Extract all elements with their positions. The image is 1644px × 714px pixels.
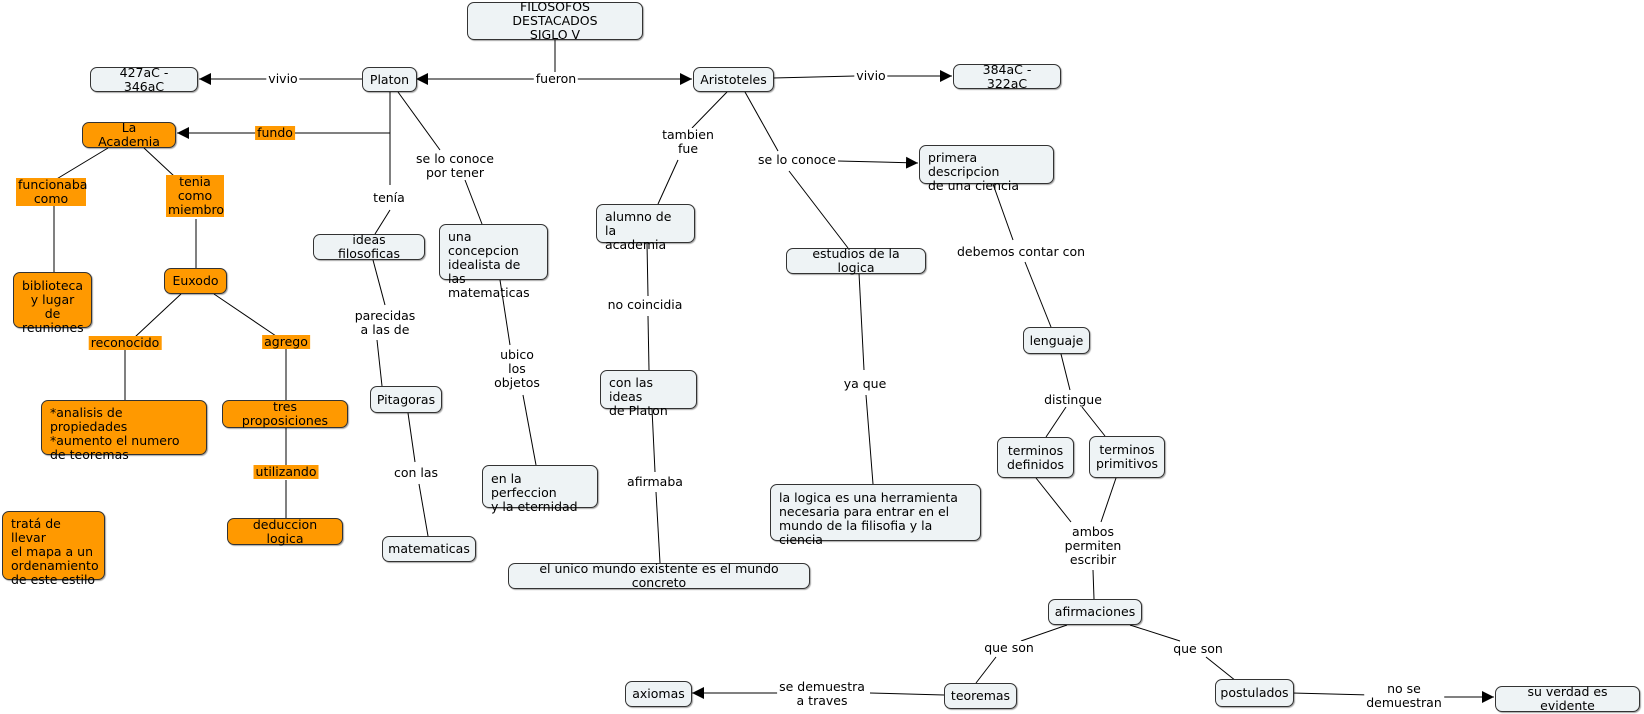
line-primera-debemos bbox=[992, 183, 1014, 241]
link-label-ambos-permiten: ambos permiten escribir bbox=[1062, 524, 1124, 567]
link-label-vivio-platon: vivio bbox=[266, 71, 300, 86]
link-label-se-lo-conoce: se lo conoce bbox=[756, 152, 838, 167]
euxodo-node[interactable]: Euxodo bbox=[164, 268, 227, 294]
line-primitivos-ambos bbox=[1100, 477, 1117, 523]
link-label-ya-que: ya que bbox=[841, 376, 889, 391]
line-alumno-nocoincidia bbox=[646, 242, 649, 297]
line-ubico-perfeccion bbox=[522, 394, 537, 466]
platon-dates-node[interactable]: 427aC - 346aC bbox=[90, 65, 198, 93]
link-label-distingue: distingue bbox=[1042, 392, 1104, 407]
line-platon-seloconoce bbox=[397, 91, 441, 151]
pitagoras-node[interactable]: Pitagoras bbox=[370, 386, 442, 413]
primera-descripcion-node[interactable]: primera descripcion de una ciencia bbox=[919, 145, 1054, 193]
line-estudios-yaque bbox=[858, 272, 865, 371]
line-ideas-afirmaba bbox=[651, 408, 656, 473]
line-conlas-matematicas bbox=[418, 483, 429, 537]
link-label-no-coincidia: no coincidia bbox=[605, 297, 685, 312]
line-nocoincidia-ideas bbox=[647, 315, 650, 371]
line-euxodo-reconocido bbox=[134, 293, 182, 338]
link-label-parecidas: parecidas a las de bbox=[352, 308, 418, 337]
line-seloconoce-concepcion bbox=[464, 179, 483, 225]
line-parecidas-pitagoras bbox=[376, 339, 383, 387]
logica-herramienta-node[interactable]: la logica es una herramienta necesaria p… bbox=[770, 484, 981, 547]
line-queson1-teoremas bbox=[975, 656, 997, 684]
link-label-agrego: agrego bbox=[262, 334, 310, 349]
link-label-se-demuestra: se demuestra a traves bbox=[777, 679, 867, 708]
link-label-tenia: tenía bbox=[371, 190, 407, 205]
line-aristoteles-seloconoce bbox=[744, 91, 779, 152]
link-label-con-las: con las bbox=[391, 465, 441, 480]
title-node[interactable]: FILOSOFOS DESTACADOS SIGLO V bbox=[467, 0, 643, 42]
line-pitagoras-conlas bbox=[407, 412, 416, 463]
line-afirmaciones-queson1 bbox=[1020, 624, 1068, 642]
perfeccion-node[interactable]: en la perfeccion y la eternidad bbox=[482, 465, 598, 514]
estudios-logica-node[interactable]: estudios de la logica bbox=[786, 247, 926, 275]
link-label-funcionaba: funcionaba como bbox=[16, 177, 88, 206]
line-afirmaciones-queson2 bbox=[1129, 624, 1181, 642]
line-queson2-postulados bbox=[1205, 656, 1237, 682]
line-afirmaba-unico bbox=[655, 491, 661, 564]
alumno-node[interactable]: alumno de la academia bbox=[596, 204, 695, 252]
line-seloconoce-estudios bbox=[788, 170, 849, 249]
line-tambien-alumno bbox=[657, 159, 679, 205]
link-label-tambien-fue: tambien fue bbox=[660, 127, 716, 156]
analisis-node[interactable]: *analisis de propiedades *aumento el num… bbox=[41, 400, 207, 462]
aristoteles-node[interactable]: Aristoteles bbox=[693, 67, 774, 92]
ideas-platon-node[interactable]: con las ideas de Platon bbox=[600, 370, 697, 418]
link-label-ubico: ubico los objetos bbox=[492, 347, 542, 390]
link-label-fundo: fundo bbox=[255, 125, 295, 140]
line-academia-tenia bbox=[143, 147, 175, 177]
biblioteca-node[interactable]: biblioteca y lugar de reuniones bbox=[13, 272, 92, 335]
line-lenguaje-distingue bbox=[1060, 353, 1071, 391]
line-yaque-logica bbox=[865, 394, 874, 485]
link-label-reconocido: reconocido bbox=[88, 335, 162, 350]
line-tenia-ideas bbox=[374, 209, 391, 235]
afirmaciones-node[interactable]: afirmaciones bbox=[1048, 599, 1142, 625]
line-postulados-nosedemuestran bbox=[1291, 692, 1371, 696]
postulados-node[interactable]: postulados bbox=[1215, 679, 1294, 707]
line-concepcion-ubico bbox=[499, 279, 511, 346]
link-label-debemos-contar: debemos contar con bbox=[954, 244, 1088, 259]
link-label-que-son-1: que son bbox=[982, 640, 1036, 655]
link-label-vivio-aristoteles: vivio bbox=[854, 68, 888, 83]
link-label-no-se-demuestran: no se demuestran bbox=[1364, 681, 1444, 710]
terminos-primitivos-node[interactable]: terminos primitivos bbox=[1089, 436, 1165, 478]
line-teoremas-sedemuestra bbox=[869, 692, 945, 696]
aristoteles-dates-node[interactable]: 384aC - 322aC bbox=[953, 62, 1061, 90]
line-debemos-lenguaje bbox=[1024, 261, 1052, 328]
axiomas-node[interactable]: axiomas bbox=[625, 681, 692, 707]
link-label-se-lo-conoce-tener: se lo conoce por tener bbox=[414, 151, 496, 180]
line-euxodo-agrego bbox=[213, 293, 277, 337]
line-ambos-afirmaciones bbox=[1092, 569, 1095, 600]
link-label-afirmaba: afirmaba bbox=[625, 474, 685, 489]
deduccion-logica-node[interactable]: deduccion logica bbox=[227, 517, 343, 545]
line-distingue-primitivos bbox=[1081, 406, 1106, 437]
academia-node[interactable]: La Academia bbox=[82, 121, 176, 149]
link-label-que-son-2: que son bbox=[1171, 641, 1225, 656]
terminos-definidos-node[interactable]: terminos definidos bbox=[997, 437, 1074, 478]
platon-node[interactable]: Platon bbox=[362, 67, 417, 92]
concepcion-node[interactable]: una concepcion idealista de las matemati… bbox=[439, 224, 548, 300]
unico-mundo-node[interactable]: el unico mundo existente es el mundo con… bbox=[508, 562, 810, 590]
link-label-fueron: fueron bbox=[533, 71, 579, 86]
lenguaje-node[interactable]: lenguaje bbox=[1023, 327, 1090, 354]
matematicas-node[interactable]: matematicas bbox=[382, 536, 476, 562]
tres-proposiciones-node[interactable]: tres proposiciones bbox=[222, 400, 348, 428]
line-aristoteles-vivio bbox=[772, 75, 856, 79]
link-label-utilizando: utilizando bbox=[253, 464, 319, 479]
ideas-filosoficas-node[interactable]: ideas filosoficas bbox=[313, 233, 425, 261]
su-verdad-evidente-node[interactable]: su verdad es evidente bbox=[1495, 685, 1640, 713]
trata-note-node[interactable]: tratá de llevar el mapa a un ordenamient… bbox=[2, 511, 105, 587]
link-label-tenia-miembro: tenia como miembro bbox=[166, 174, 224, 217]
arrow-seloconoce-primera bbox=[837, 156, 919, 169]
line-aristoteles-tambien bbox=[691, 91, 728, 129]
line-definidos-ambos bbox=[1035, 477, 1072, 523]
line-ideas-parecidas bbox=[372, 259, 386, 306]
line-academia-funcionaba bbox=[54, 147, 109, 181]
teoremas-node[interactable]: teoremas bbox=[944, 683, 1017, 709]
line-distingue-definidos bbox=[1045, 406, 1067, 438]
